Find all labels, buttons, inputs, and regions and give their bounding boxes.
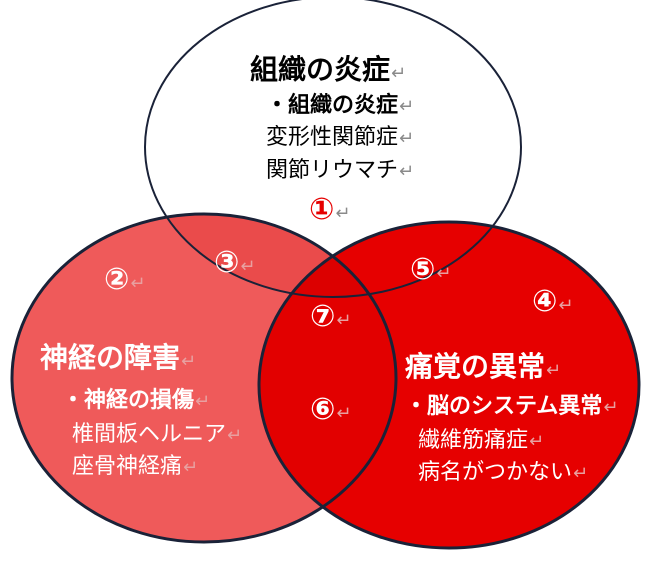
top-item-2: 変形性関節症↵	[266, 125, 415, 150]
left-item-2: 椎間板ヘルニア↵	[72, 422, 243, 447]
top-circle-outline	[144, 0, 522, 298]
left-item-3: 座骨神経痛↵	[72, 454, 199, 479]
right-circle-outline	[257, 220, 641, 550]
top-title: 組織の炎症↵	[250, 53, 407, 86]
left-item-1: ・神経の損傷↵	[62, 388, 211, 413]
top-number: ①↵	[309, 192, 351, 227]
right-item-2: 繊維筋痛症↵	[418, 428, 545, 453]
overlap-top-left-number: ③↵	[214, 245, 256, 280]
right-title: 痛覚の異常↵	[405, 350, 562, 383]
left-circle-outline	[10, 212, 398, 544]
top-item-3: 関節リウマチ↵	[266, 158, 415, 183]
overlap-all-number: ⑦↵	[310, 299, 352, 334]
overlap-left-right-number: ⑥↵	[310, 392, 352, 427]
right-item-1: ・脳のシステム異常↵	[405, 394, 619, 419]
right-item-3: 病名がつかない↵	[418, 460, 589, 485]
overlap-top-right-number: ⑤↵	[410, 252, 452, 287]
top-item-1: ・組織の炎症↵	[266, 93, 415, 118]
right-number: ④↵	[532, 284, 574, 319]
left-right-overlap	[259, 222, 396, 542]
left-number: ②↵	[104, 262, 146, 297]
left-title: 神経の障害↵	[40, 341, 197, 374]
